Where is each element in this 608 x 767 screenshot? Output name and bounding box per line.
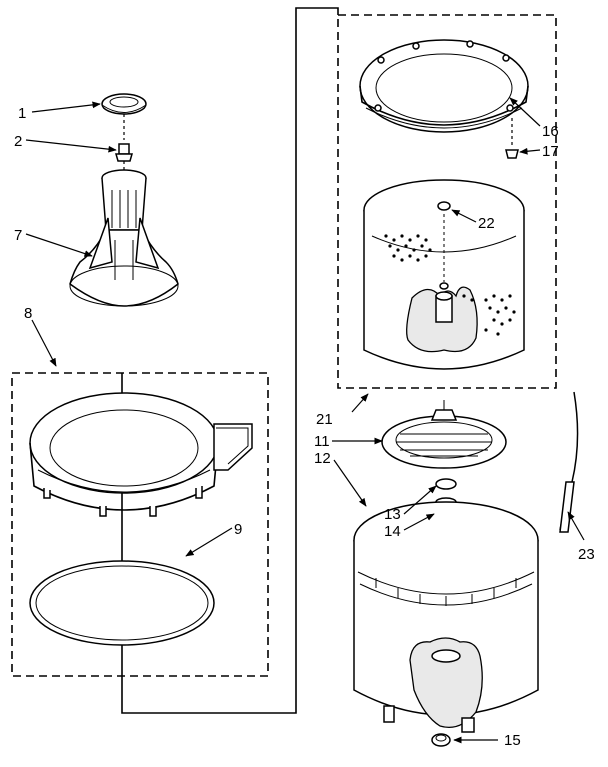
tub-ring-gasket bbox=[29, 560, 215, 646]
tub-ring-assembly-frame bbox=[11, 372, 269, 677]
spin-basket bbox=[363, 179, 525, 370]
center-connector-line bbox=[121, 7, 339, 714]
callout-9: 9 bbox=[234, 521, 242, 538]
callout-21: 21 bbox=[316, 411, 333, 428]
agitator-cap bbox=[101, 93, 147, 140]
retaining-ring bbox=[435, 478, 457, 490]
callout-12: 12 bbox=[314, 450, 331, 467]
agitator-bolt bbox=[115, 143, 133, 172]
callout-labels: 1 2 7 8 9 11 12 13 14 15 16 17 21 22 23 bbox=[14, 105, 595, 749]
callout-17: 17 bbox=[542, 143, 559, 160]
agitator bbox=[69, 169, 179, 307]
callout-11: 11 bbox=[314, 433, 330, 450]
outer-tub bbox=[353, 501, 539, 733]
tub-ring bbox=[29, 392, 253, 517]
overflow-hose bbox=[559, 391, 579, 533]
callout-15: 15 bbox=[504, 732, 521, 749]
callout-22: 22 bbox=[478, 215, 495, 232]
callout-23: 23 bbox=[578, 546, 595, 563]
callout-2: 2 bbox=[14, 133, 22, 150]
drain-fitting bbox=[431, 733, 451, 747]
basket-drive-hub bbox=[381, 400, 507, 469]
callout-16: 16 bbox=[542, 123, 559, 140]
leader-lines bbox=[25, 97, 585, 744]
balance-ring-screw bbox=[505, 118, 519, 159]
callout-14: 14 bbox=[384, 523, 401, 540]
balance-ring bbox=[359, 39, 529, 133]
callout-13: 13 bbox=[384, 506, 401, 523]
callout-8: 8 bbox=[24, 305, 32, 322]
basket-perforations bbox=[384, 234, 516, 336]
basket-assembly-frame bbox=[337, 14, 557, 389]
callout-7: 7 bbox=[14, 227, 22, 244]
callout-1: 1 bbox=[18, 105, 26, 122]
